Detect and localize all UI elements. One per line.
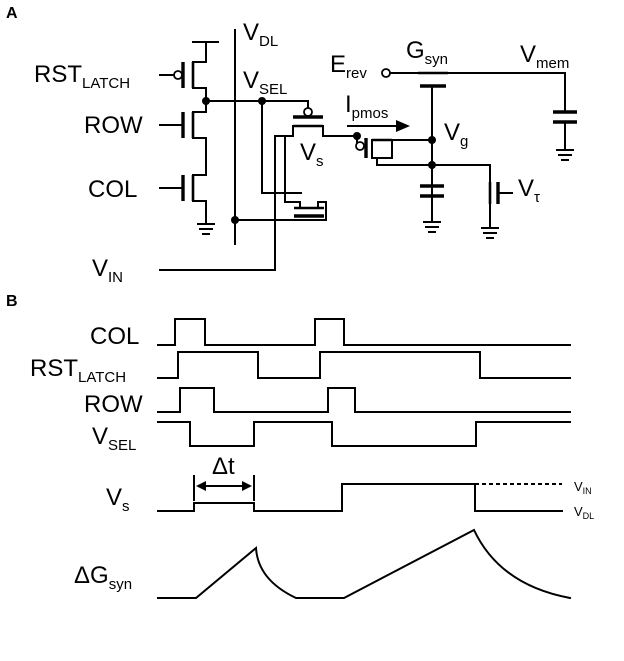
latch-node-dot [202, 97, 210, 105]
label-delta-t: Δt [212, 453, 235, 480]
label-gsyn: Gsyn [406, 37, 448, 68]
ground-icon [197, 223, 215, 235]
waveform-col [157, 318, 571, 346]
level-label-vdl: VDL [574, 504, 594, 521]
label-sig-col: COL [90, 323, 139, 350]
panel-b-tag: B [6, 293, 18, 310]
label-vmem: Vmem [520, 41, 569, 72]
ipmos-arrow-icon [396, 120, 410, 132]
delta-t-left-arrow-icon [196, 481, 206, 491]
vs-nmos [234, 201, 327, 221]
delta-t-right-arrow-icon [242, 481, 252, 491]
waveform-rst-latch [157, 351, 571, 379]
waveform-vs [157, 483, 563, 512]
panel-b-timing: B COL RSTLATCH ROW VSEL Vs ΔGsyn VIN VDL… [6, 293, 594, 600]
panel-a-tag: A [6, 5, 18, 22]
waveform-vsel [157, 421, 571, 447]
label-vin: VIN [92, 255, 123, 286]
ground-icon [423, 221, 441, 233]
vg-dot-1 [428, 136, 436, 144]
label-sig-vsel: VSEL [92, 423, 136, 454]
ground-icon [481, 227, 499, 239]
label-vsel: VSEL [243, 67, 287, 98]
level-label-vin: VIN [574, 479, 592, 496]
label-vs: Vs [300, 139, 324, 170]
label-vg: Vg [444, 119, 468, 150]
label-row: ROW [84, 112, 143, 139]
erev-terminal [381, 68, 391, 78]
panel-a-schematic: A [6, 5, 577, 286]
label-col: COL [88, 176, 137, 203]
label-vdl: VDL [243, 19, 278, 50]
waveform-row [157, 387, 571, 413]
label-sig-dgsyn: ΔGsyn [74, 562, 132, 593]
vs-pmos-bubble [303, 107, 313, 117]
label-sig-row: ROW [84, 391, 143, 418]
label-sig-vs: Vs [106, 484, 130, 515]
waveform-dgsyn [157, 528, 572, 600]
label-erev: Erev [330, 51, 367, 82]
ipmos-bubble [355, 141, 365, 151]
latch-transistor-stack [159, 41, 219, 235]
label-rst-latch: RSTLATCH [34, 61, 130, 92]
label-vtau: Vτ [518, 175, 540, 206]
label-ipmos: Ipmos [345, 91, 388, 122]
label-sig-rst-latch: RSTLATCH [30, 355, 126, 386]
rst-pmos-bubble [173, 70, 183, 80]
ground-icon [556, 149, 574, 161]
